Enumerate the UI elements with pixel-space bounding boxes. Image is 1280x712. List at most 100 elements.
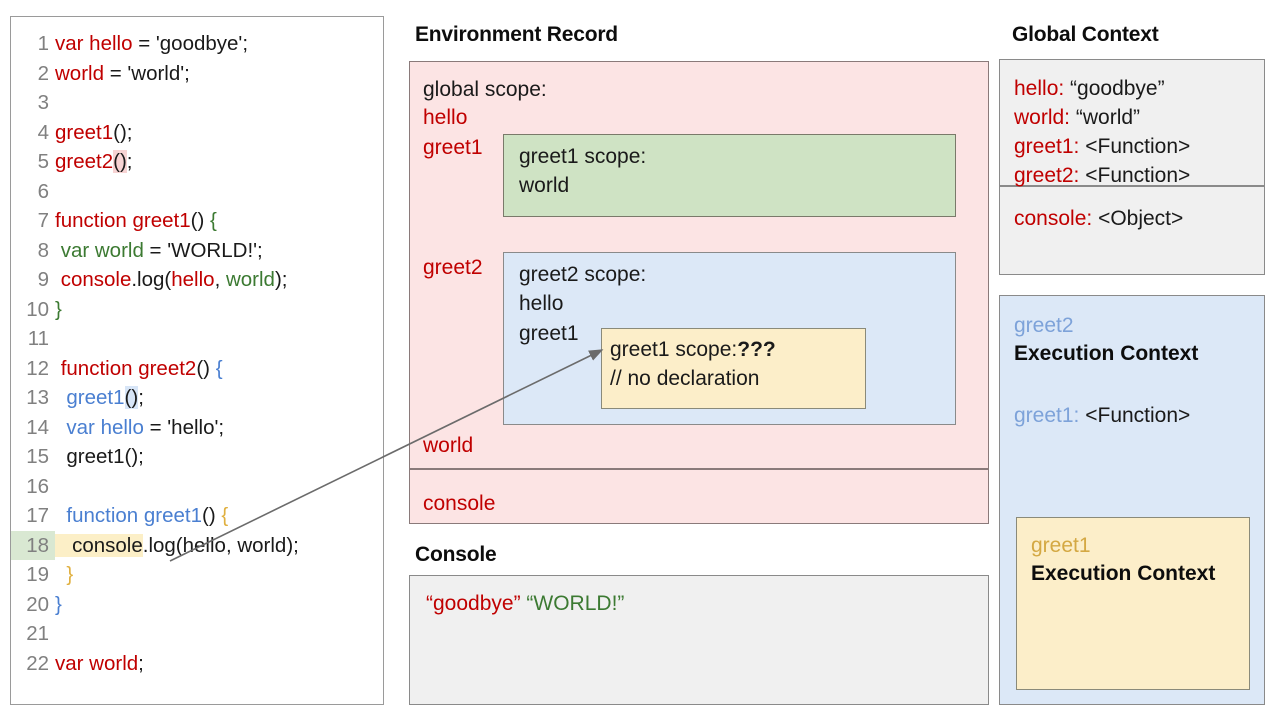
code-token: ; bbox=[138, 651, 144, 675]
code-line-number: 19 bbox=[26, 563, 49, 586]
gc-key-hello: hello: bbox=[1014, 77, 1065, 100]
code-token: var world bbox=[55, 651, 139, 675]
greet1-ec-label: Execution Context bbox=[1031, 562, 1216, 585]
gc-binding-console: console: <Object> bbox=[1014, 207, 1183, 231]
environment-record-title: Environment Record bbox=[415, 23, 618, 46]
code-line: 12 function greet2() { bbox=[11, 354, 383, 384]
code-token: = 'world'; bbox=[104, 61, 190, 85]
global-var-greet1: greet1 bbox=[423, 136, 483, 159]
code-line-number: 22 bbox=[26, 651, 49, 675]
code-token: { bbox=[221, 504, 229, 527]
greet1-scope-box: greet1 scope: world bbox=[503, 134, 956, 217]
code-token: } bbox=[55, 563, 74, 586]
code-token: greet1 bbox=[55, 386, 125, 409]
greet2-ec-value-greet1: <Function> bbox=[1085, 404, 1191, 427]
code-line: 19 } bbox=[11, 560, 383, 590]
code-token: function greet2 bbox=[55, 356, 197, 380]
nested-greet1-comment: // no declaration bbox=[610, 367, 760, 390]
code-line-number: 5 bbox=[37, 150, 49, 173]
code-token: greet1 bbox=[55, 120, 114, 144]
code-token: .log( bbox=[131, 268, 172, 291]
code-line-number: 9 bbox=[37, 268, 49, 291]
code-line: 15 greet1(); bbox=[11, 442, 383, 472]
code-token: { bbox=[209, 209, 217, 232]
code-line-number: 16 bbox=[26, 474, 49, 498]
code-line-number: 15 bbox=[26, 445, 49, 468]
global-var-hello: hello bbox=[423, 106, 468, 129]
code-token: () bbox=[196, 356, 216, 380]
code-line: 3 bbox=[11, 88, 383, 118]
gc-value-hello: “goodbye” bbox=[1070, 77, 1165, 100]
code-line-number: 2 bbox=[37, 61, 49, 85]
code-token: = 'goodbye'; bbox=[132, 32, 249, 55]
nested-greet1-scope-title-row: greet1 scope:??? bbox=[610, 338, 776, 362]
code-token: console bbox=[55, 268, 132, 291]
code-line-number: 13 bbox=[26, 386, 49, 409]
greet2-ec-name: greet2 bbox=[1014, 314, 1074, 337]
code-line-number: 10 bbox=[26, 297, 49, 321]
code-line-number: 12 bbox=[26, 356, 49, 380]
global-context-divider bbox=[1000, 185, 1264, 187]
gc-value-world: “world” bbox=[1075, 106, 1141, 129]
code-line-number: 8 bbox=[37, 238, 49, 262]
gc-binding-greet1: greet1: <Function> bbox=[1014, 135, 1190, 159]
code-line-number: 21 bbox=[26, 622, 49, 645]
code-line: 14 var hello = 'hello'; bbox=[11, 413, 383, 443]
greet2-ec-key-greet1: greet1: bbox=[1014, 404, 1080, 427]
code-token: , bbox=[214, 268, 226, 291]
code-line-number: 18 bbox=[11, 530, 55, 560]
code-line-number: 1 bbox=[37, 32, 49, 55]
code-token: world bbox=[225, 268, 275, 291]
gc-key-greet2: greet2: bbox=[1014, 164, 1080, 187]
greet2-ec-label: Execution Context bbox=[1014, 342, 1199, 365]
code-token: greet1(); bbox=[55, 445, 144, 468]
code-token: world bbox=[55, 61, 104, 85]
code-token: () bbox=[113, 150, 127, 173]
code-token: function greet1 bbox=[55, 504, 203, 527]
code-line-number: 14 bbox=[26, 415, 49, 439]
console-title: Console bbox=[415, 543, 497, 566]
gc-key-greet1: greet1: bbox=[1014, 135, 1080, 158]
gc-value-greet1: <Function> bbox=[1085, 135, 1191, 158]
code-line-number: 3 bbox=[37, 91, 49, 114]
code-line: 10} bbox=[11, 295, 383, 325]
code-token: console bbox=[55, 533, 143, 557]
code-token: } bbox=[55, 297, 62, 321]
code-token: .log(hello, world); bbox=[142, 533, 299, 557]
code-token: () bbox=[202, 504, 222, 527]
code-line: 16 bbox=[11, 472, 383, 502]
code-token: = 'hello'; bbox=[143, 415, 225, 439]
nested-greet1-scope-title: greet1 scope: bbox=[610, 338, 738, 361]
code-token: ; bbox=[126, 150, 133, 173]
code-token: function greet1 bbox=[55, 209, 191, 232]
global-var-greet2: greet2 bbox=[423, 256, 483, 279]
code-token: var hello bbox=[55, 32, 133, 55]
console-panel: “goodbye” “WORLD!” bbox=[409, 575, 989, 705]
environment-record-divider bbox=[410, 468, 988, 470]
code-token: var world bbox=[55, 238, 144, 262]
code-line: 18 console.log(hello, world); bbox=[11, 530, 383, 560]
code-line: 7 function greet1() { bbox=[11, 206, 383, 236]
gc-value-console: <Object> bbox=[1098, 207, 1184, 230]
gc-key-console: console: bbox=[1014, 207, 1093, 230]
gc-binding-world: world: “world” bbox=[1014, 106, 1140, 130]
code-token: ); bbox=[274, 268, 288, 291]
console-output-row: “goodbye” “WORLD!” bbox=[426, 592, 624, 616]
code-token: hello bbox=[171, 268, 215, 291]
code-line: 11 bbox=[11, 324, 383, 354]
gc-value-greet2: <Function> bbox=[1085, 164, 1191, 187]
global-scope-label: global scope: bbox=[423, 78, 547, 101]
environment-record-panel: global scope: hello greet1 greet2 world … bbox=[409, 61, 989, 524]
code-line-number: 11 bbox=[27, 327, 49, 350]
global-context-title: Global Context bbox=[1012, 23, 1159, 46]
greet2-scope-title: greet2 scope: bbox=[519, 263, 647, 286]
code-line-number: 7 bbox=[37, 209, 49, 232]
code-token: = 'WORLD!'; bbox=[143, 238, 263, 262]
code-token: () bbox=[190, 209, 210, 232]
code-line: 1 var hello = 'goodbye'; bbox=[11, 29, 383, 59]
gc-binding-greet2: greet2: <Function> bbox=[1014, 164, 1190, 188]
